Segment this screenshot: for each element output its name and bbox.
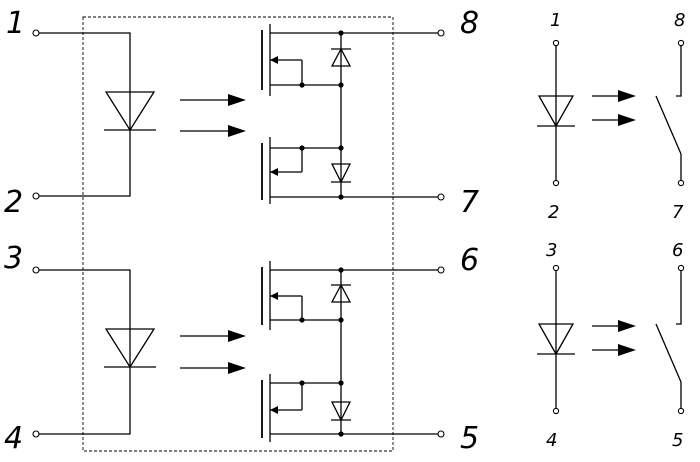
main-pin-1-label: 1 xyxy=(6,6,25,41)
symbol-pin-6-label: 6 xyxy=(672,240,683,261)
input-led-b xyxy=(38,269,156,435)
main-pin-8-label: 8 xyxy=(460,6,479,41)
symbol-pin-3-label: 3 xyxy=(546,240,557,261)
simplified-symbol: 1 2 3 4 5 6 7 8 xyxy=(537,10,685,451)
symbol-channel-a xyxy=(537,39,685,187)
symbol-pin-5-label: 5 xyxy=(672,430,683,451)
symbol-channel-b xyxy=(537,264,685,415)
main-pin-4-label: 4 xyxy=(4,421,23,456)
input-led-a xyxy=(38,32,156,197)
light-arrows-a xyxy=(180,94,246,137)
output-mosfets-a xyxy=(261,24,440,204)
main-pin-2-label: 2 xyxy=(4,185,23,220)
output-mosfets-b xyxy=(261,261,440,442)
main-pin-6-label: 6 xyxy=(460,243,479,278)
main-pin-7-label: 7 xyxy=(460,185,479,220)
channel-a xyxy=(38,24,440,204)
symbol-pin-7-label: 7 xyxy=(672,202,684,223)
symbol-pin-1-label: 1 xyxy=(550,10,561,31)
symbol-pin-2-label: 2 xyxy=(548,202,559,223)
symbol-pin-8-label: 8 xyxy=(674,10,685,31)
light-arrows-b xyxy=(180,330,246,374)
main-terminals xyxy=(32,29,445,438)
package-outline xyxy=(82,16,394,452)
main-pin-5-label: 5 xyxy=(460,421,479,456)
main-schematic: 1 2 3 4 5 6 7 8 xyxy=(4,6,479,456)
channel-b xyxy=(38,261,440,442)
symbol-pin-4-label: 4 xyxy=(546,430,557,451)
main-pin-3-label: 3 xyxy=(4,241,23,276)
